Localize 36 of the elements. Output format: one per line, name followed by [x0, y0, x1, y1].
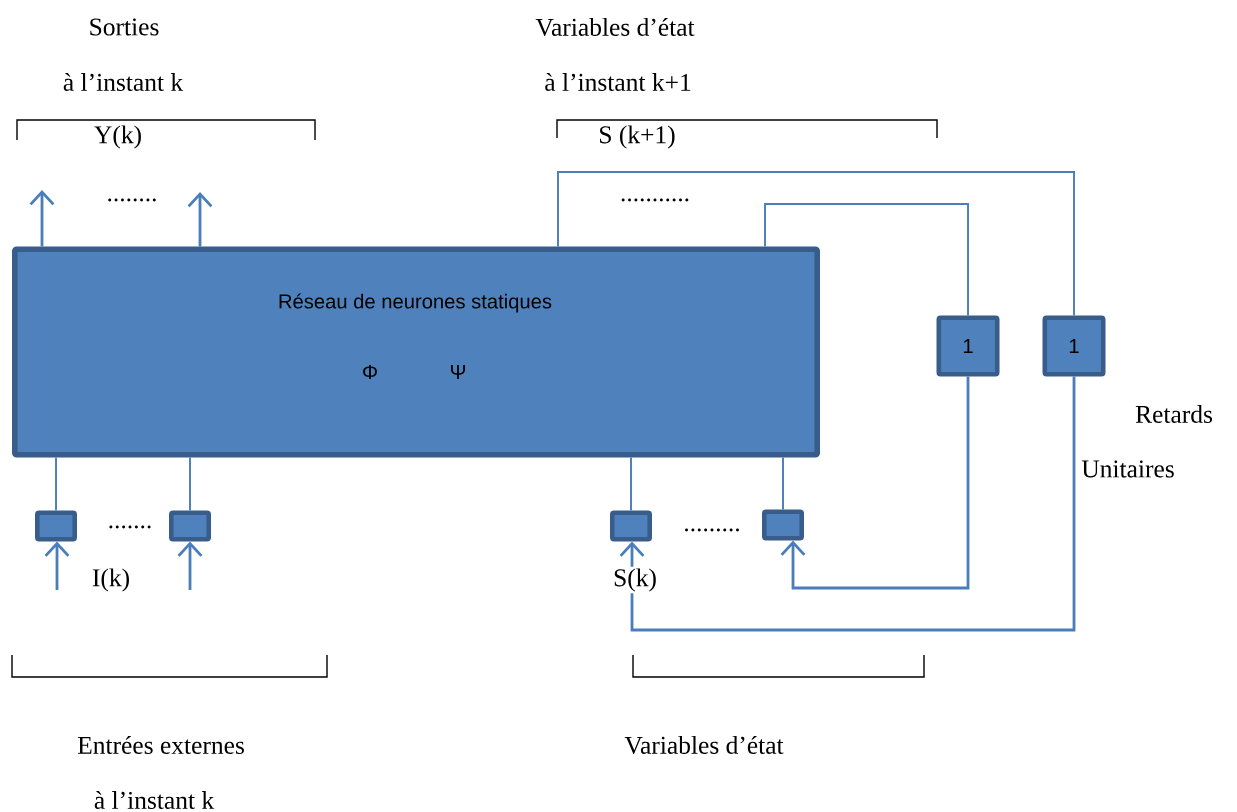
label: à l’instant k — [94, 791, 215, 809]
arrow — [177, 541, 203, 590]
label: à l’instant k+1 — [545, 73, 691, 91]
connector-line — [55, 456, 57, 512]
label: ....... — [109, 525, 151, 529]
input-box — [610, 510, 652, 542]
label: à l’instant k — [63, 73, 184, 91]
label: Entrées externes — [77, 736, 244, 754]
arrow — [29, 190, 55, 247]
label: Retards — [1135, 405, 1213, 423]
label: ......... — [685, 528, 739, 532]
input-box — [169, 510, 211, 542]
label: I(k) — [92, 568, 129, 592]
label: S(k) — [614, 568, 656, 592]
label: Y(k) — [94, 125, 141, 149]
input-box — [35, 510, 77, 542]
connector-line — [630, 456, 632, 512]
arrow — [44, 541, 70, 590]
connector-line — [189, 456, 191, 512]
arrow — [187, 192, 213, 247]
label: ........ — [108, 198, 156, 202]
connector-line — [557, 171, 1075, 317]
input-box — [762, 509, 805, 541]
network-box: Réseau de neurones statiques Φ Ψ — [12, 246, 820, 458]
label: Variables d’état — [624, 735, 784, 755]
delay-box: 1 — [936, 315, 1000, 377]
arrow — [619, 376, 1076, 632]
connector-line — [764, 203, 969, 317]
delay-box: 1 — [1042, 315, 1106, 377]
label: S (k+1) — [600, 125, 675, 149]
label: ........... — [621, 198, 689, 202]
label: Sorties — [90, 18, 159, 36]
label: Unitaires — [1081, 460, 1174, 478]
connector-line — [782, 456, 784, 511]
label: Variables d’état — [535, 17, 695, 37]
arrow — [780, 376, 970, 590]
